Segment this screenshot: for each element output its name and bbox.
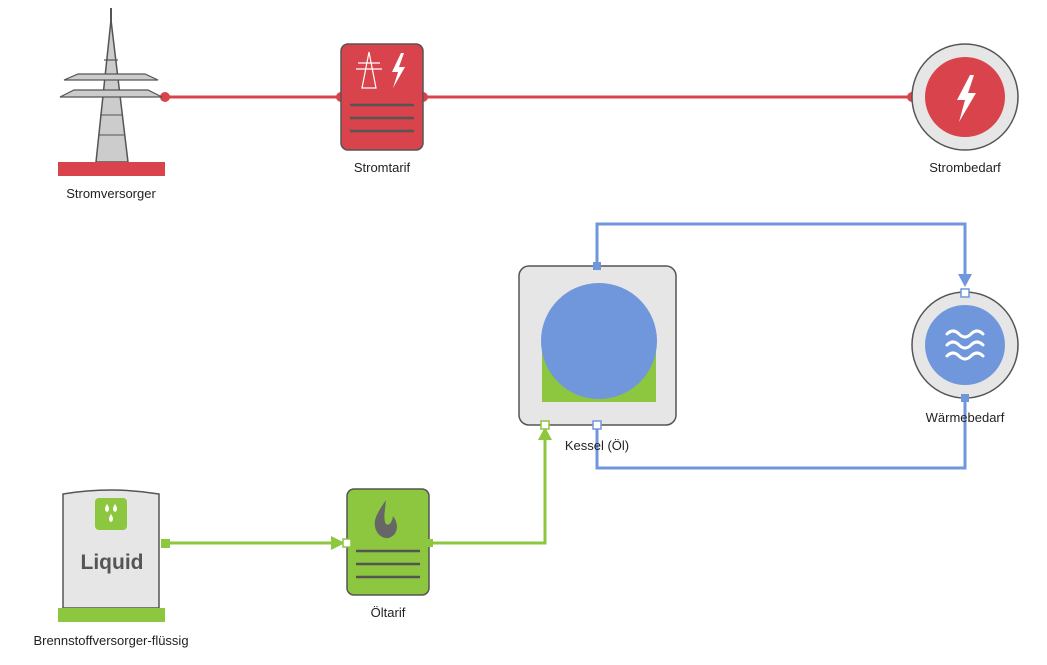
node-strombedarf[interactable] <box>911 43 1019 151</box>
port-kessel-heat-in[interactable] <box>592 420 602 430</box>
label-oeltarif: Öltarif <box>370 605 406 620</box>
node-kessel[interactable] <box>518 262 677 430</box>
port-waermebedarf-in[interactable] <box>960 288 970 298</box>
label-strombedarf: Strombedarf <box>929 160 1001 175</box>
node-stromversorger[interactable] <box>58 8 165 176</box>
supplier-base-bar <box>58 608 165 622</box>
label-stromversorger: Stromversorger <box>66 186 156 201</box>
port-stromversorger-out[interactable] <box>160 92 170 102</box>
node-stromtarif[interactable] <box>340 43 424 151</box>
tariff-box <box>340 43 424 151</box>
node-brennstoffversorger[interactable]: Liquid <box>58 489 170 622</box>
port-oeltarif-out[interactable] <box>425 539 433 547</box>
port-waermebedarf-out[interactable] <box>961 394 969 402</box>
port-kessel-fuel-in[interactable] <box>540 420 550 430</box>
lightning-icon <box>392 53 405 88</box>
port-kessel-heat-out[interactable] <box>593 262 601 270</box>
arrow-head-icon <box>331 536 345 550</box>
pylon-icon <box>356 51 382 89</box>
port-brennstoff-out[interactable] <box>161 539 170 548</box>
arrow-head-icon <box>538 427 552 440</box>
label-waermebedarf: Wärmebedarf <box>925 410 1005 425</box>
tank-body <box>62 489 160 609</box>
label-stromtarif: Stromtarif <box>353 160 411 175</box>
label-brennstoffversorger: Brennstoffversorger-flüssig <box>33 633 189 648</box>
droplet-shapes <box>105 504 117 522</box>
flame-icon <box>374 500 397 539</box>
node-oeltarif[interactable] <box>342 488 433 596</box>
label-kessel: Kessel (Öl) <box>564 438 630 453</box>
edge-waermebedarf-kessel-return[interactable] <box>595 398 967 470</box>
heat-waves-icon <box>945 329 985 361</box>
heat-circle <box>541 283 657 399</box>
port-oeltarif-in[interactable] <box>342 538 352 548</box>
tariff-box <box>346 488 430 596</box>
edge-oeltarif-kessel[interactable] <box>429 435 547 545</box>
arrow-head-icon <box>958 274 972 287</box>
tank-text: Liquid <box>81 551 144 574</box>
lightning-icon <box>957 75 976 122</box>
heat-lines <box>595 222 972 470</box>
electric-lines <box>160 92 917 102</box>
node-waermebedarf[interactable] <box>911 288 1019 402</box>
edge-kessel-waermebedarf-supply[interactable] <box>595 222 967 282</box>
fuel-lines <box>166 427 552 550</box>
supplier-base-bar <box>58 162 165 176</box>
